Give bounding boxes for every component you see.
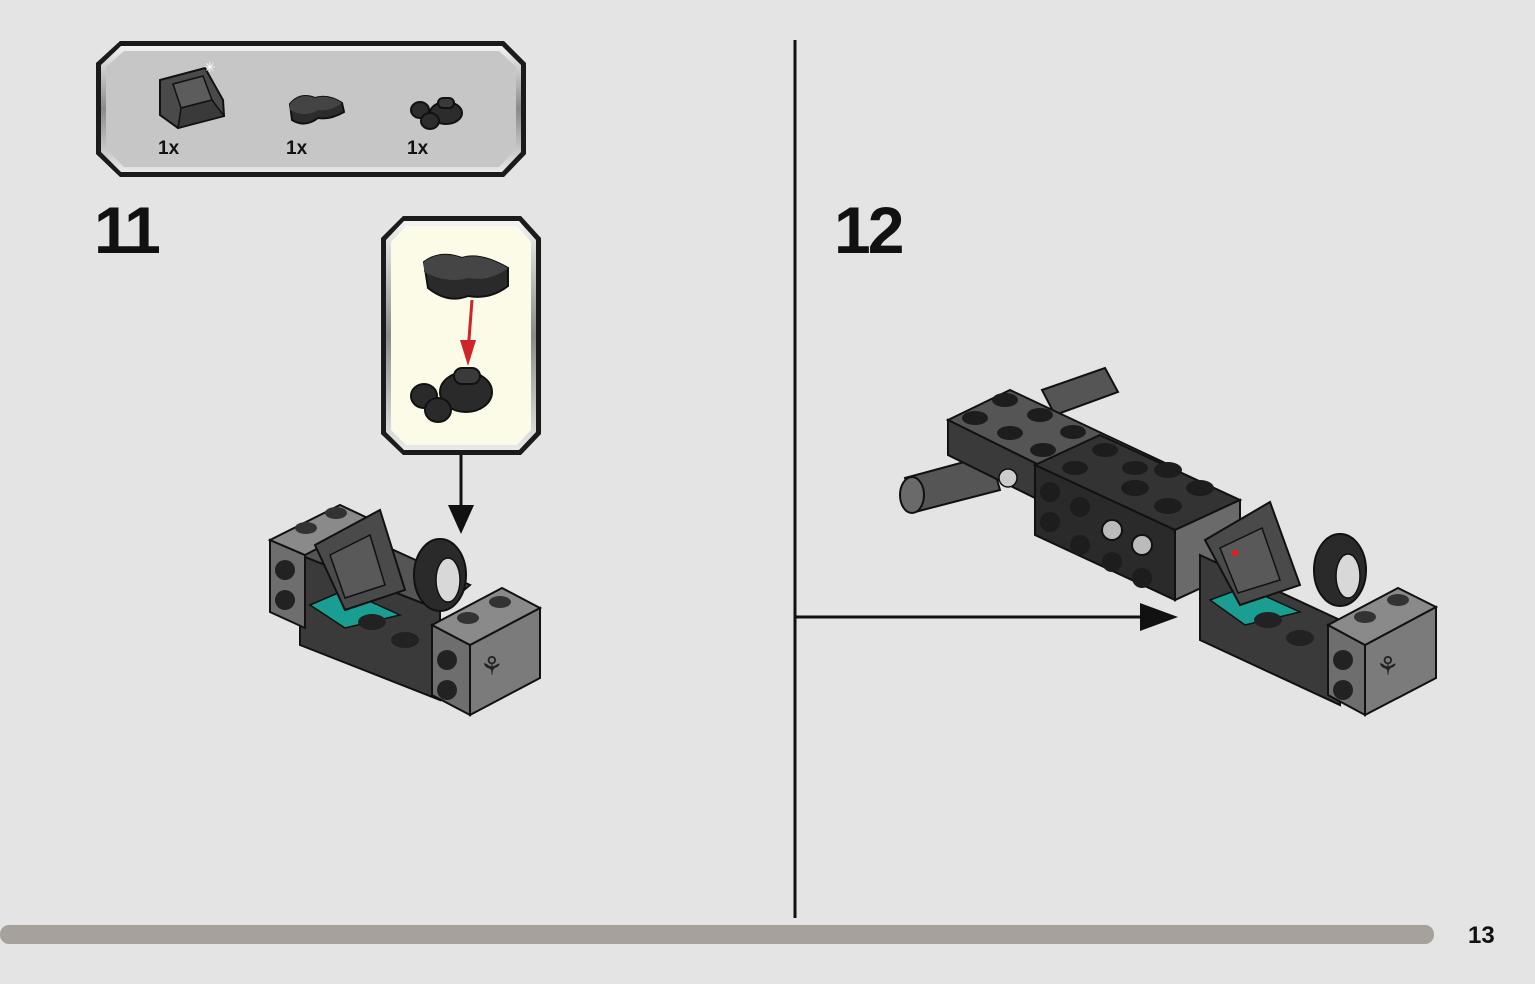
slope-bracket-icon: ✳ [159,60,226,130]
part-qty-1: 1x [158,138,180,159]
part-qty-2: 1x [286,138,308,159]
svg-text:⚘: ⚘ [1376,652,1399,682]
step-number-12: 12 [834,193,904,267]
svg-text:⚘: ⚘ [480,652,503,682]
svg-text:✳: ✳ [204,60,216,76]
clip-plate-icon [410,97,463,130]
page-number: 13 [1468,922,1495,949]
step-11-callout [381,216,541,455]
footer-bar [0,925,1434,944]
step-12-model: ⚘ [899,366,1439,717]
step-number-11: 11 [94,193,161,267]
part-qty-3: 1x [407,138,429,159]
plate-tile-icon [288,95,346,125]
step-11-arrow [448,455,474,534]
step-11-model: ⚘ [267,503,543,717]
step-12-arrow [795,603,1178,631]
